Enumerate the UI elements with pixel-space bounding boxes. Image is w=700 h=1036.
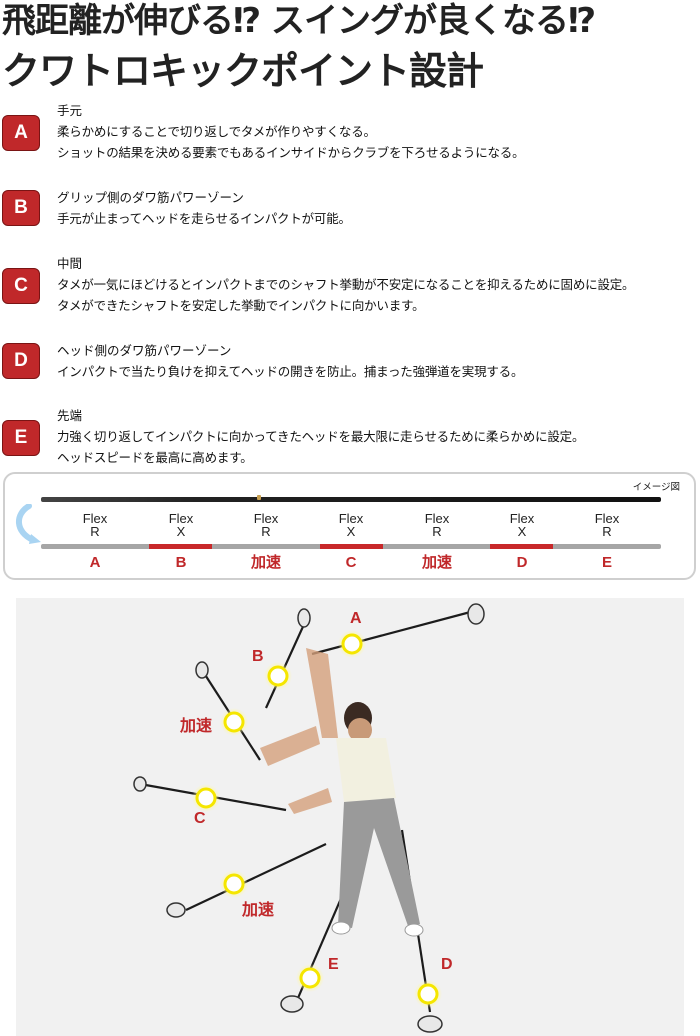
page-title-line2: クワトロキックポイント設計 xyxy=(2,49,484,93)
flex-value: X xyxy=(346,524,356,539)
zone-badge-d: D xyxy=(2,343,40,379)
flex-word: Flex xyxy=(424,511,450,526)
flex-value: R xyxy=(90,524,100,539)
stiff-segment-c xyxy=(320,544,383,549)
flex-segment-bar xyxy=(41,544,661,549)
zone-label-accel-2: 加速 xyxy=(421,554,452,571)
stiff-segment-d xyxy=(490,544,553,549)
zone-badge-a: A xyxy=(2,115,40,151)
photo-label-d: D xyxy=(441,956,453,973)
zone-heading-b: グリップ側のダワ筋パワーゾーン xyxy=(57,190,244,205)
zone-badge-c: C xyxy=(2,268,40,304)
photo-label-c: C xyxy=(194,810,206,827)
zone-badge-e: E xyxy=(2,420,40,456)
zone-label-a: A xyxy=(89,554,101,571)
zone-heading-d: ヘッド側のダワ筋パワーゾーン xyxy=(57,343,232,358)
zone-desc-e-2: ヘッドスピードを最高に高めます。 xyxy=(57,450,253,465)
photo-label-a: A xyxy=(350,610,362,627)
zone-label-row: A B 加速 C 加速 D E xyxy=(41,554,661,574)
zone-desc-d-1: インパクトで当たり負けを抑えてヘッドの開きを防止。捕まった強弾道を実現する。 xyxy=(57,364,524,379)
photo-label-e: E xyxy=(328,956,339,973)
curved-arrow-icon xyxy=(16,504,41,544)
image-caption: イメージ図 xyxy=(632,482,680,493)
zone-desc-c-2: タメができたシャフトを安定した挙動でインパクトに向かいます。 xyxy=(57,298,425,313)
flex-word: Flex xyxy=(168,511,194,526)
zone-desc-c-1: タメが一気にほどけるとインパクトまでのシャフト挙動が不安定になることを抑えるため… xyxy=(57,277,635,292)
swing-illustration xyxy=(133,603,485,1033)
flex-value: R xyxy=(602,524,612,539)
flex-word: Flex xyxy=(594,511,620,526)
swing-sequence-photo: A B 加速 C 加速 E D xyxy=(16,598,684,1036)
zone-badge-b: B xyxy=(2,190,40,226)
flex-word: Flex xyxy=(82,511,108,526)
photo-label-accel-upper: 加速 xyxy=(180,718,213,735)
page-title-line1: 飛距離が伸びる⁉ スイングが良くなる⁉ xyxy=(2,1,596,41)
zone-heading-a: 手元 xyxy=(57,103,83,118)
zone-desc-e-1: 力強く切り返してインパクトに向かってきたヘッドを最大限に走らせるために柔らかめに… xyxy=(57,429,585,444)
zone-desc-a-1: 柔らかめにすることで切り返しでタメが作りやすくなる。 xyxy=(57,124,376,139)
zone-desc-a-2: ショットの結果を決める要素でもあるインサイドからクラブを下ろせるようになる。 xyxy=(57,145,525,160)
stiff-segment-b xyxy=(149,544,212,549)
photo-label-b: B xyxy=(252,648,264,665)
flex-value: R xyxy=(261,524,271,539)
zone-label-c: C xyxy=(345,554,357,571)
flex-value: X xyxy=(176,524,186,539)
zone-heading-e: 先端 xyxy=(57,408,83,423)
zone-label-e: E xyxy=(601,554,612,571)
zone-desc-b-1: 手元が止まってヘッドを走らせるインパクトが可能。 xyxy=(57,211,351,226)
flex-value: X xyxy=(517,524,527,539)
zone-heading-c: 中間 xyxy=(57,256,83,271)
shaft-logo-mark xyxy=(257,495,261,500)
photo-label-accel-lower: 加速 xyxy=(242,902,275,919)
flex-value: R xyxy=(432,524,442,539)
flex-word: Flex xyxy=(338,511,364,526)
zone-label-accel-1: 加速 xyxy=(250,554,281,571)
flex-word: Flex xyxy=(253,511,279,526)
zone-label-b: B xyxy=(175,554,187,571)
zone-label-d: D xyxy=(516,554,528,571)
flex-word: Flex xyxy=(509,511,535,526)
shaft-illustration xyxy=(41,497,661,502)
